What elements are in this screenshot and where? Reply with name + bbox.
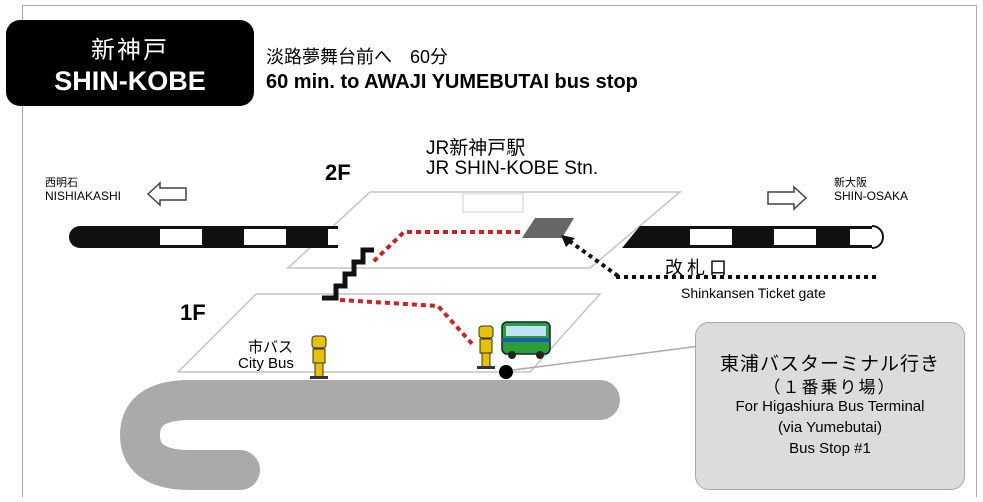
heading-jp: 淡路夢舞台前へ 60分 (266, 47, 449, 67)
direction-west-en: NISHIAKASHI (45, 189, 122, 203)
direction-east-en: SHIN-OSAKA (834, 189, 909, 203)
callout-en-line2: (via Yumebutai) (778, 419, 882, 436)
staircase-icon (322, 247, 374, 301)
bus-stop-dot-icon (499, 365, 513, 379)
rail-track-east (622, 225, 884, 249)
person-sign-icon (310, 335, 328, 379)
platform-1f (176, 293, 602, 373)
platform-2f-opening (462, 193, 524, 213)
city-bus-label-jp: 市バス (248, 339, 294, 356)
walk-path-arrowhead (561, 235, 575, 247)
station-name-jp: 新神戸 (91, 37, 169, 64)
bus-stop-callout: 東浦バスターミナル行き （１番乗り場） For Higashiura Bus T… (695, 322, 965, 490)
person-sign-icon (477, 325, 495, 369)
callout-jp-line2: （１番乗り場） (763, 378, 897, 397)
floor-label-2f: 2F (325, 160, 351, 185)
callout-en-line3: Bus Stop #1 (789, 440, 871, 457)
station-label-en: JR SHIN-KOBE Stn. (426, 158, 599, 179)
arrow-left-outline-icon (146, 181, 187, 207)
walk-path-diagonal (566, 238, 620, 278)
callout-jp-line1: 東浦バスターミナル行き (719, 354, 940, 375)
callout-en-line1: For Higashiura Bus Terminal (735, 398, 925, 415)
direction-east-jp: 新大阪 (834, 177, 867, 189)
callout-pointer (512, 345, 701, 371)
map-frame (22, 5, 977, 497)
rail-track-west (69, 226, 340, 248)
station-badge: 新神戸 SHIN-KOBE (6, 20, 254, 106)
route-2f (371, 230, 520, 264)
ticket-gate-label-en: Shinkansen Ticket gate (681, 285, 826, 301)
city-bus-label-en: City Bus (238, 355, 294, 372)
direction-west-jp: 西明石 (45, 177, 78, 189)
floor-label-1f: 1F (180, 300, 206, 325)
station-name-en: SHIN-KOBE (54, 66, 206, 96)
ticket-gate (522, 218, 574, 238)
road (119, 380, 620, 490)
station-label-jp: JR新神戸駅 (426, 138, 526, 159)
ticket-gate-label-jp: 改札口 (665, 258, 731, 278)
arrow-right-outline-icon (767, 185, 808, 211)
bus-icon (501, 321, 551, 359)
heading-en: 60 min. to AWAJI YUMEBUTAI bus stop (266, 71, 638, 93)
